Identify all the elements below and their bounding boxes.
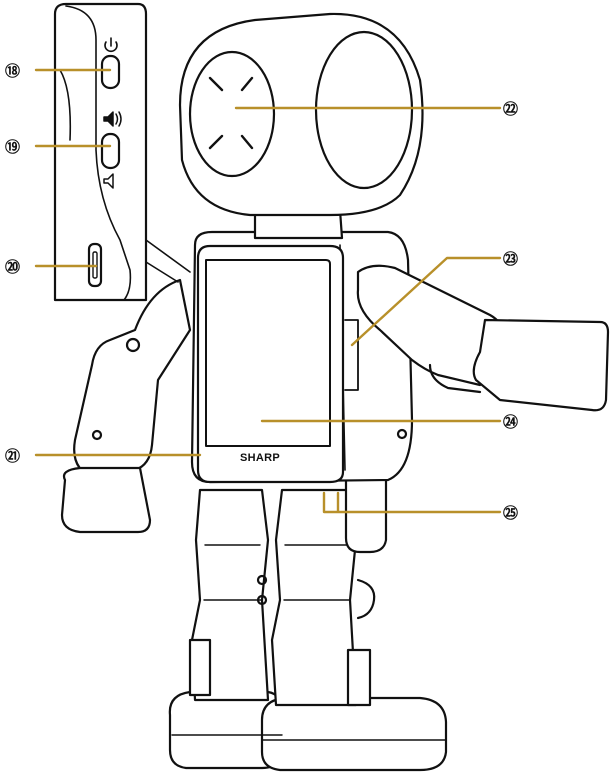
side-view-inset <box>53 2 191 302</box>
callout-21: ㉑ <box>5 447 20 465</box>
callout-19: ⑲ <box>5 138 20 156</box>
leader-23 <box>350 256 502 347</box>
leader-25 <box>322 491 502 514</box>
robot-left-arm <box>60 278 192 534</box>
volume-up-icon <box>103 111 122 127</box>
callout-labels: ⑱ ⑲ ⑳ ㉑ ㉒ ㉓ ㉔ ㉕ <box>5 62 518 522</box>
left-eye-disc <box>188 50 276 178</box>
leader-lines <box>34 68 502 514</box>
robot-right-arm <box>356 264 610 412</box>
power-switch <box>100 54 121 90</box>
robot-head <box>178 12 424 217</box>
callout-25: ㉕ <box>503 504 518 522</box>
volume-down-icon <box>103 173 114 189</box>
volume-switch <box>100 132 121 170</box>
robot-feet <box>168 690 448 772</box>
power-icon <box>104 37 118 53</box>
callout-20: ⑳ <box>5 258 20 276</box>
callout-18: ⑱ <box>5 62 20 80</box>
touch-screen <box>196 244 345 484</box>
brand-logo: SHARP <box>240 452 280 464</box>
callout-23: ㉓ <box>503 250 518 268</box>
callout-24: ㉔ <box>503 413 518 431</box>
right-eye-disc <box>314 30 414 190</box>
robot-legs <box>188 488 376 707</box>
callout-22: ㉒ <box>503 100 518 118</box>
